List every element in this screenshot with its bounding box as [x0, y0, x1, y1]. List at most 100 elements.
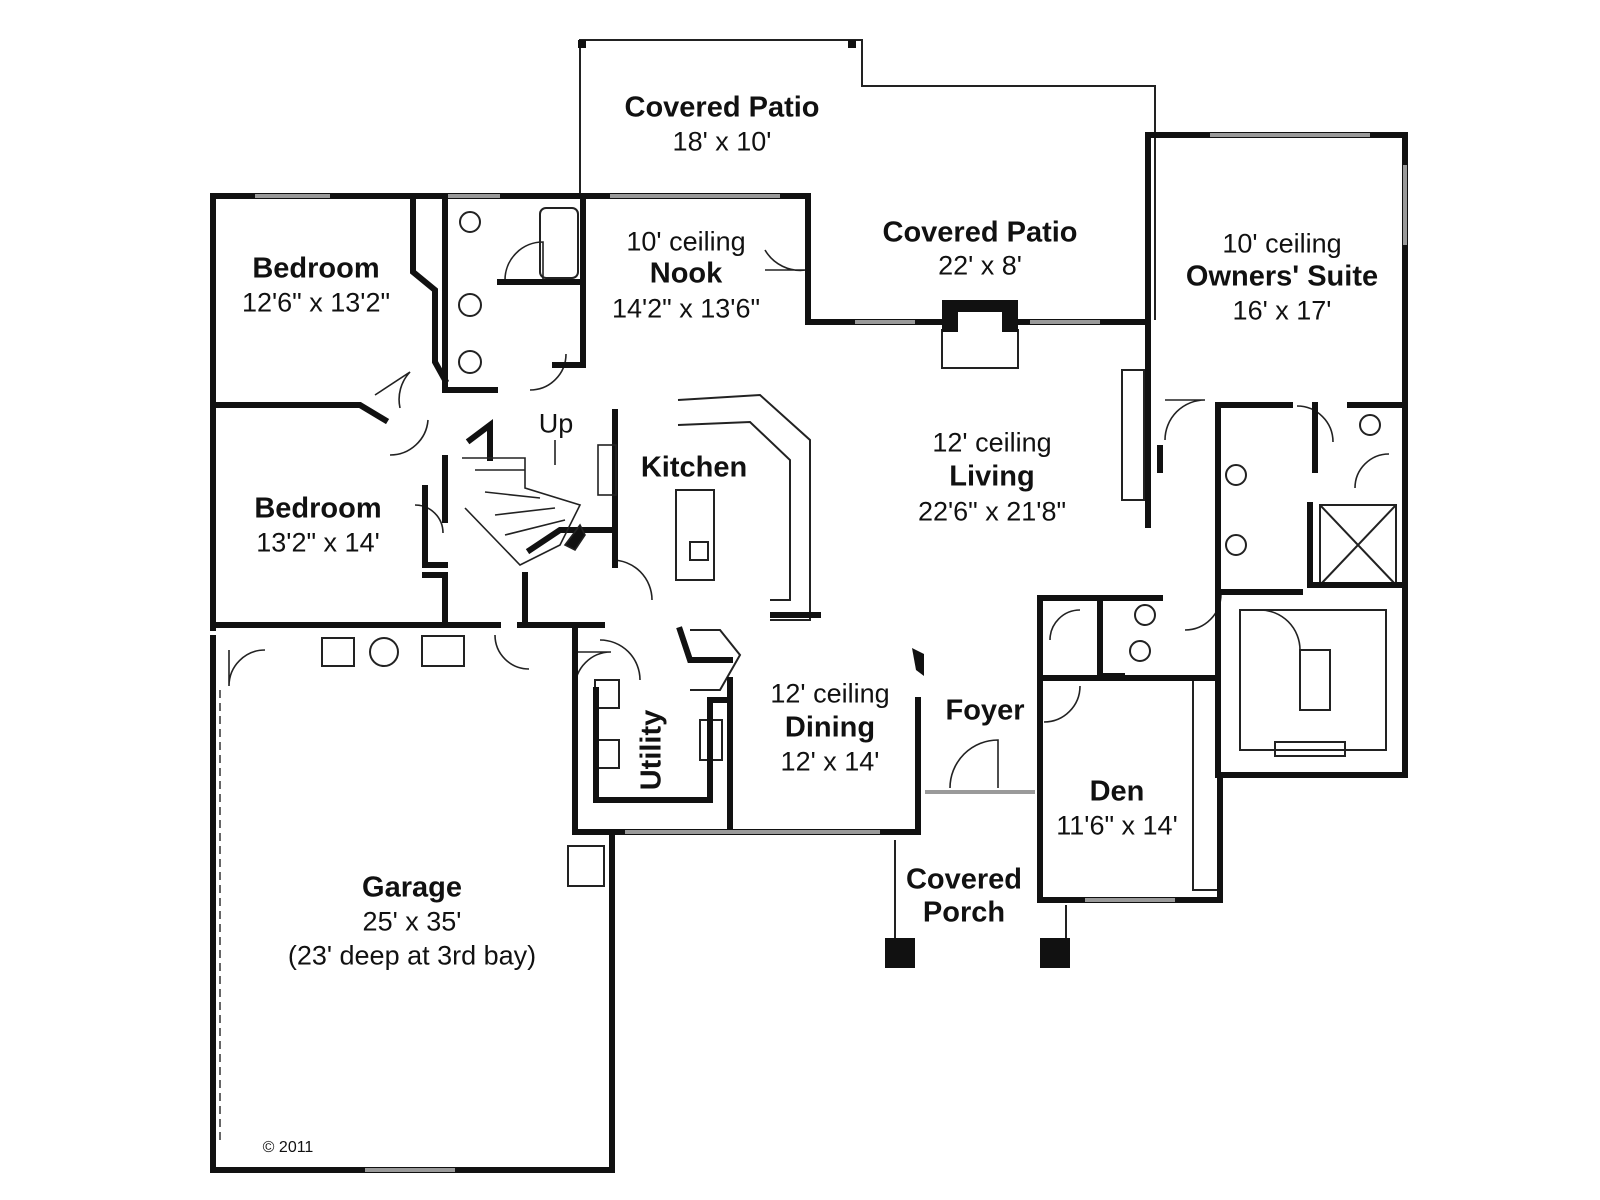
windows	[255, 133, 1407, 1172]
fireplace-hearth	[941, 329, 1019, 369]
door-arc-bedroom-lower	[389, 419, 429, 456]
bedroom-lower-size: 13'2" x 14'	[256, 527, 380, 558]
door-arc-foyer	[949, 739, 999, 789]
porch-post-left	[885, 938, 915, 968]
door-arc-kitchen-pantry	[611, 559, 653, 601]
covered-patio-top-size: 18' x 10'	[672, 126, 772, 157]
wall-front-south	[609, 787, 921, 835]
stair-cabinet	[597, 444, 617, 496]
living-name: Living	[949, 460, 1035, 493]
fireplace-opening	[958, 312, 1002, 332]
owners-suite-name: Owners' Suite	[1185, 260, 1379, 293]
dryer	[421, 635, 465, 667]
door-arc-laundry-garage	[494, 634, 530, 670]
kitchen-sink	[689, 541, 709, 561]
wall-foyer-east-stub	[1037, 595, 1083, 618]
bedroom-upper-name: Bedroom	[252, 252, 380, 285]
owners-toilet	[1359, 414, 1381, 436]
water-heater	[369, 637, 399, 667]
door-arc-pantry-2	[1049, 609, 1081, 641]
owners-suite-ceiling: 10' ceiling	[1222, 228, 1342, 259]
fireplace	[942, 300, 1145, 501]
kitchen-name: Kitchen	[640, 451, 748, 484]
nook-ceiling: 10' ceiling	[626, 226, 746, 257]
stair-tread-4	[504, 519, 566, 536]
owners-tub	[1299, 649, 1331, 711]
dining-name: Dining	[784, 711, 876, 744]
door-arc-hall-bath	[529, 353, 567, 391]
covered-porch-line2: Porch	[922, 896, 1006, 929]
stair-landing	[563, 523, 586, 552]
washer	[321, 637, 355, 667]
door-arc-owners-bath	[1296, 405, 1334, 443]
bedroom-lower-name: Bedroom	[254, 492, 382, 525]
nook-name: Nook	[649, 257, 723, 290]
door-arc-utility-garage	[574, 651, 612, 689]
wall-garage-east	[572, 625, 615, 1173]
garage-name: Garage	[362, 871, 462, 904]
patio-post-left	[578, 40, 586, 48]
kitchen-island	[675, 489, 715, 581]
wall-powder	[1097, 597, 1125, 679]
door-arc-nook	[764, 249, 807, 272]
patio-post-right	[848, 40, 856, 48]
wall-upper-bath-outer	[442, 197, 498, 393]
wall-hall-closet	[422, 572, 448, 628]
sink-upper-bath-1	[458, 293, 482, 317]
door-arc-upper-bath	[504, 241, 544, 285]
wall-pantry	[525, 527, 618, 568]
garage-size: 25' x 35'	[362, 906, 462, 937]
covered-patio-mid-name: Covered Patio	[882, 216, 1078, 249]
wall-bath-south	[552, 352, 586, 368]
utility-name: Utility	[635, 709, 668, 791]
nook-size: 14'2" x 13'6"	[611, 293, 761, 324]
pantry-outline	[690, 629, 742, 691]
wall-stair-north	[465, 419, 493, 461]
owners-sink-2	[1225, 534, 1247, 556]
porch-post-right	[1040, 938, 1070, 968]
stair-outline	[462, 457, 582, 566]
covered-patio-mid-size: 22' x 8'	[938, 250, 1022, 281]
covered-patio-top-name: Covered Patio	[624, 91, 820, 124]
wall-upper-closet	[410, 193, 450, 385]
stairs	[462, 440, 617, 566]
door-arc-owners-wc	[1354, 453, 1390, 489]
copyright-text: © 2011	[262, 1139, 314, 1156]
garage-note: (23' deep at 3rd bay)	[287, 940, 537, 971]
owners-sink-1	[1225, 464, 1247, 486]
owners-closet-inner	[1239, 609, 1387, 751]
wall-owners-shower	[1307, 502, 1408, 588]
kitchen-counter-bar-inner	[677, 420, 791, 601]
door-arc-garage	[228, 649, 266, 687]
stair-tread-2	[484, 491, 541, 499]
wall-pantry-box	[676, 626, 733, 663]
tub	[539, 207, 579, 279]
powder-sink	[1129, 640, 1151, 662]
door-arc-den	[1043, 685, 1081, 723]
dining-ceiling: 12' ceiling	[770, 678, 890, 709]
garage-step	[567, 845, 605, 887]
stair-up-label: Up	[538, 408, 574, 439]
den-name: Den	[1089, 775, 1145, 808]
foyer-column	[912, 648, 924, 676]
living-size: 22'6" x 21'8"	[917, 496, 1067, 527]
covered-porch-line1: Covered	[905, 863, 1023, 896]
owners-suite-size: 16' x 17'	[1232, 295, 1332, 326]
posts	[578, 40, 1070, 968]
kitchen-counter-bar	[677, 393, 811, 621]
covered-patio-top-outline	[579, 39, 1156, 320]
shower-diag-2	[1319, 504, 1397, 586]
doors	[228, 241, 1390, 789]
door-arc-utility	[599, 639, 641, 681]
door-arc-closet	[1259, 609, 1301, 651]
fireplace-wall	[1121, 369, 1145, 501]
den-closet	[1192, 677, 1219, 891]
toilet-upper-bath	[459, 211, 481, 233]
wall-bedroom-divider	[210, 402, 390, 425]
door-arc-bed-closet	[414, 504, 444, 534]
owners-bench	[1274, 741, 1346, 757]
powder-toilet	[1134, 604, 1156, 626]
stair-tread-3	[494, 507, 556, 516]
